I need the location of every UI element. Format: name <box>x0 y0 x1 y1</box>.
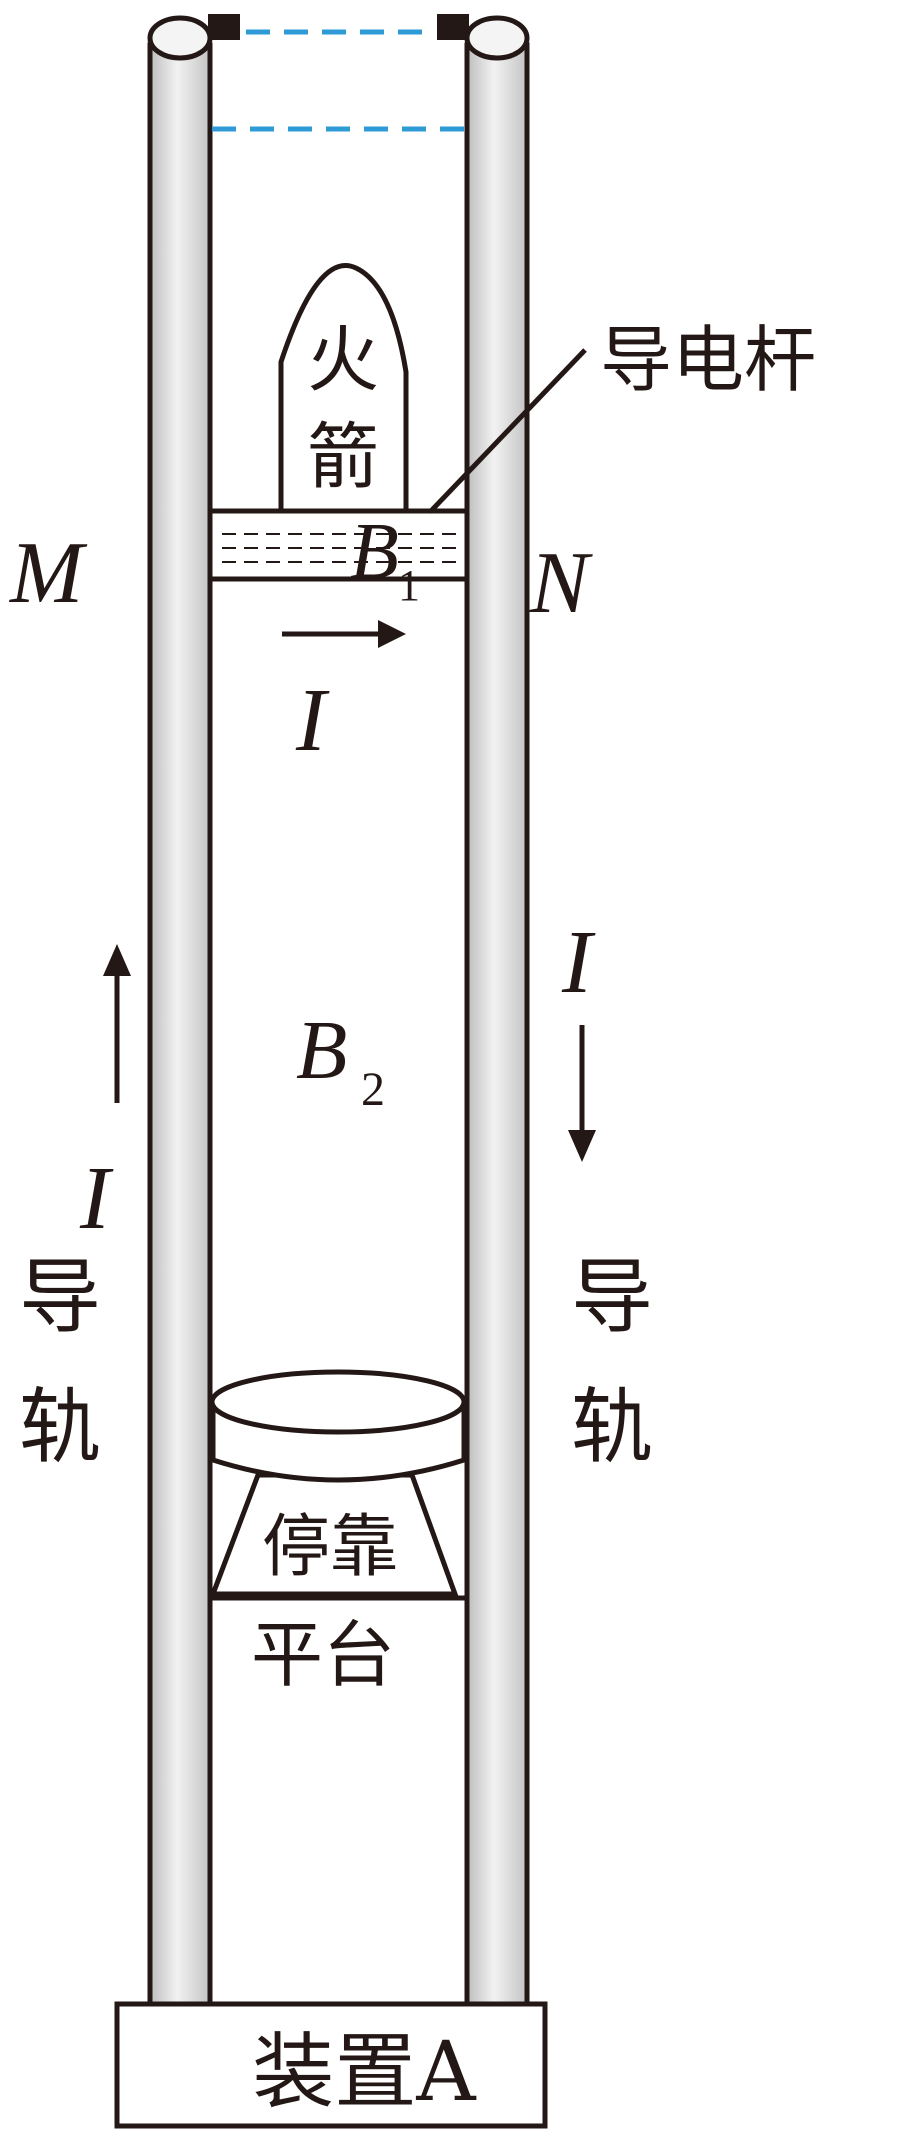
device-a-label: 装置A <box>252 2025 477 2120</box>
rail-label-left-top: 导 <box>19 1250 101 1345</box>
rocket-label-top: 火 <box>307 318 379 402</box>
rocket-label-bottom: 箭 <box>307 415 379 499</box>
device-a-box <box>114 2001 548 2129</box>
current-label-left: I <box>79 1149 114 1248</box>
field-b2-subscript: 2 <box>361 1063 385 1116</box>
platform-label-bottom: 平台 <box>251 1613 395 1697</box>
rail-label-right-bottom: 轨 <box>571 1380 653 1475</box>
right-top-cap <box>437 14 469 40</box>
rail-label-right-top: 导 <box>571 1250 653 1345</box>
current-arrow-rod <box>282 620 406 648</box>
field-b1-label: B <box>350 508 399 596</box>
field-b2-label: B <box>296 1004 347 1097</box>
current-arrow-right <box>568 1025 596 1162</box>
platform-label-top: 停靠 <box>262 1508 398 1587</box>
rocket-body <box>278 263 409 510</box>
right-rail <box>464 15 530 2008</box>
conductor-rod-label: 导电杆 <box>600 318 816 402</box>
current-label-right: I <box>561 913 596 1012</box>
docking-platform <box>209 1369 467 1601</box>
conductor-rod <box>207 508 470 582</box>
point-m-label: M <box>8 525 88 622</box>
current-arrow-left <box>103 944 131 1103</box>
field-b1-subscript: 1 <box>398 561 420 610</box>
current-label-rod: I <box>295 671 330 770</box>
rail-label-left-bottom: 轨 <box>19 1380 101 1475</box>
left-rail <box>147 15 213 2008</box>
left-top-cap <box>208 14 240 40</box>
conductor-rod-leader <box>428 348 587 514</box>
point-n-label: N <box>529 535 593 632</box>
